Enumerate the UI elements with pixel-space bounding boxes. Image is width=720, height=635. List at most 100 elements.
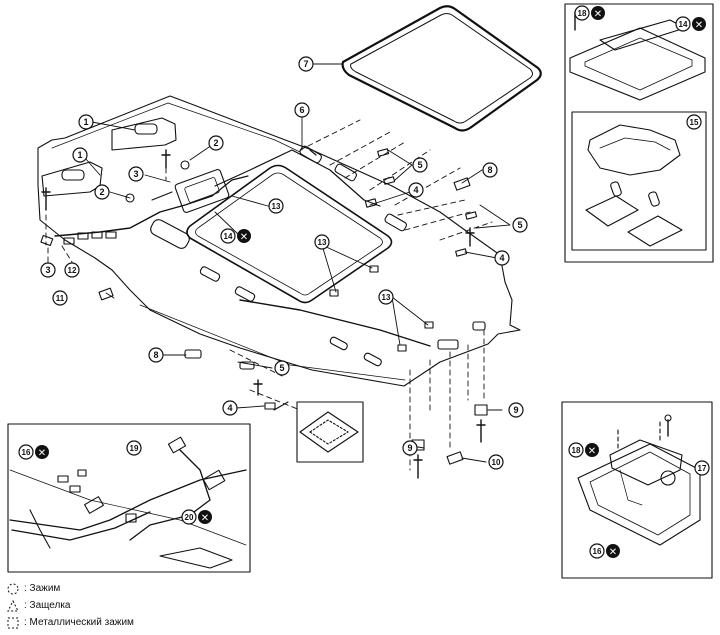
replace-mark-glyph: ✕ — [588, 446, 596, 457]
callout-4: 4 — [408, 182, 424, 198]
callout-circle — [675, 16, 691, 32]
legend-row-latch: : Защелка — [6, 597, 246, 614]
callout-circle — [64, 262, 80, 278]
callout-circle — [298, 56, 314, 72]
callout-number: 5 — [417, 160, 422, 170]
callout-circle — [40, 262, 56, 278]
callout-number: 5 — [279, 363, 284, 373]
headliner-panel — [37, 95, 521, 387]
callout-circle — [512, 217, 528, 233]
callout-number: 14 — [679, 20, 688, 29]
callout-20: 20 ✕ — [181, 509, 212, 525]
callout-14: 14✕ — [220, 228, 251, 244]
callout-4: 4 — [494, 250, 510, 266]
callout-13: 13 — [378, 289, 394, 305]
callout-circle — [181, 509, 197, 525]
callout-circle — [412, 157, 428, 173]
replace-mark-icon — [237, 229, 251, 243]
callout-number: 9 — [407, 443, 412, 453]
legend: : Зажим : Защелка : Металлический зажим — [6, 580, 246, 631]
callout-number: 12 — [68, 266, 77, 275]
callout-number: 3 — [45, 265, 50, 275]
callout-number: 4 — [499, 253, 504, 263]
legend-text-clip: : Зажим — [24, 583, 61, 594]
callout-circle — [78, 114, 94, 130]
callout-number: 16 — [593, 547, 602, 556]
callout-circle — [128, 166, 144, 182]
callout-number: 13 — [382, 293, 391, 302]
callout-17: 17 — [694, 460, 710, 476]
small-fasteners — [40, 148, 488, 479]
callout-3: 3 — [128, 166, 144, 182]
callout-number: 20 — [185, 513, 194, 522]
callout-2: 2 — [208, 135, 224, 151]
callout-15: 15 — [686, 114, 702, 130]
callout-circle — [488, 454, 504, 470]
callout-number: 7 — [303, 59, 308, 69]
callout-number: 16 — [22, 448, 31, 457]
legend-row-metal-clip: : Металлический зажим — [6, 614, 246, 631]
callout-circle — [402, 440, 418, 456]
callout-circle — [694, 460, 710, 476]
callout-number: 3 — [133, 169, 138, 179]
callout-number: 11 — [56, 294, 65, 303]
callout-number: 18 — [578, 9, 587, 18]
callout-number: 6 — [299, 105, 304, 115]
callout-number: 18 — [572, 446, 581, 455]
callout-circle — [126, 440, 142, 456]
callout-number: 13 — [318, 238, 327, 247]
callout-circle — [222, 400, 238, 416]
callout-circle — [208, 135, 224, 151]
callout-circle — [18, 444, 34, 460]
replace-mark-glyph: ✕ — [38, 448, 46, 459]
replace-mark-icon — [35, 445, 49, 459]
callout-11: 11 — [52, 290, 68, 306]
callout-number: 13 — [272, 202, 281, 211]
callout-circle — [220, 228, 236, 244]
callout-12: 12 — [64, 262, 80, 278]
callout-13: 13 — [268, 198, 284, 214]
replace-mark-glyph: ✕ — [201, 513, 209, 524]
replace-mark-icon — [606, 544, 620, 558]
callout-circle — [274, 360, 290, 376]
callout-circle — [148, 347, 164, 363]
callout-circle — [294, 102, 310, 118]
replace-mark-icon — [585, 443, 599, 457]
callout-10: 10 — [488, 454, 504, 470]
callout-circle — [508, 402, 524, 418]
callout-18: 18 ✕ — [568, 442, 599, 458]
callout-9: 9 — [402, 440, 418, 456]
callout-circle — [494, 250, 510, 266]
callout-number: 4 — [413, 185, 418, 195]
callout-number: 4 — [227, 403, 232, 413]
callout-1: 1 — [72, 147, 88, 163]
callout-circle — [408, 182, 424, 198]
callout-number: 1 — [77, 150, 82, 160]
sun-visor-right — [111, 117, 177, 151]
wiring-detail-panel — [7, 423, 251, 573]
callout-circle — [94, 184, 110, 200]
replace-mark-icon — [692, 17, 706, 31]
callout-number: 2 — [99, 187, 104, 197]
callout-16: 16 ✕ — [18, 444, 49, 460]
replace-mark-glyph: ✕ — [594, 9, 602, 20]
callout-13: 13 — [314, 234, 330, 250]
callout-circle — [52, 290, 68, 306]
map-lamp-panel — [564, 3, 714, 263]
callout-5: 5 — [274, 360, 290, 376]
callout-number: 17 — [698, 464, 707, 473]
callout-number: 14 — [224, 232, 233, 241]
callout-5: 5 — [412, 157, 428, 173]
callout-2: 2 — [94, 184, 110, 200]
callout-circle — [589, 543, 605, 559]
callout-7: 7 — [298, 56, 314, 72]
legend-text-latch: : Защелка — [24, 600, 71, 611]
callout-circle — [482, 162, 498, 178]
callout-circle — [568, 442, 584, 458]
callout-6: 6 — [294, 102, 310, 118]
callout-number: 2 — [213, 138, 218, 148]
callout-19: 19 — [126, 440, 142, 456]
callout-circle — [574, 5, 590, 21]
callout-4: 4 — [222, 400, 238, 416]
